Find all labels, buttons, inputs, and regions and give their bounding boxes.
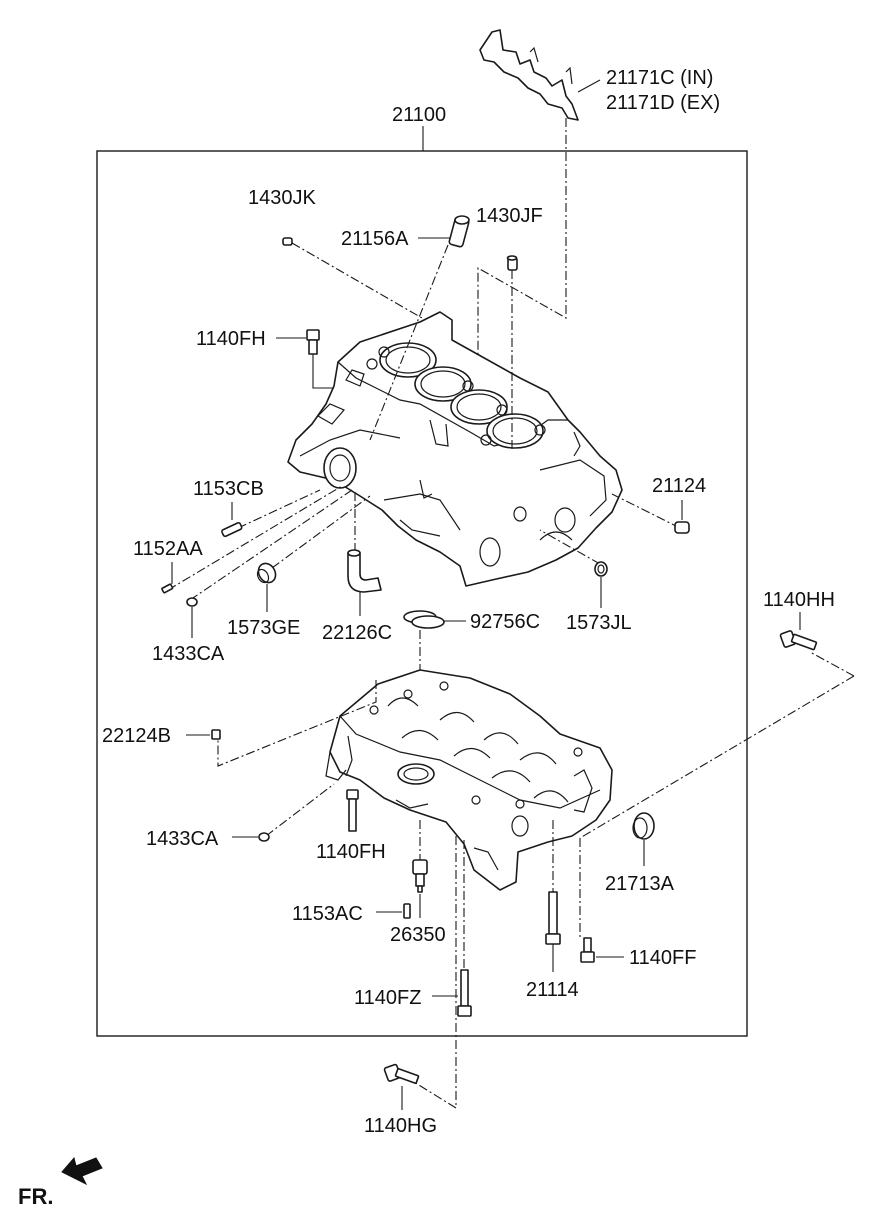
- lead-1140FH-top: [312, 352, 334, 389]
- assembly-label: 21100: [392, 104, 446, 126]
- dash-1140HH: [579, 651, 855, 839]
- dash-1433CA-bottom: [265, 783, 335, 837]
- plug-1433CA-top: [186, 597, 198, 607]
- part-label-1140FZ: 1140FZ: [354, 987, 421, 1009]
- plug-1573GE: [256, 562, 277, 584]
- part-label-22124B: 22124B: [102, 725, 171, 747]
- dash-1153CB: [237, 489, 321, 529]
- sensor-26350: [412, 859, 428, 893]
- dash-1433CA-top: [189, 489, 353, 601]
- part-label-21171C: 21171C (IN): [606, 67, 713, 89]
- bolt-1140FZ: [457, 969, 472, 1017]
- crankcase-lower: [325, 669, 613, 891]
- front-arrow-icon: [61, 1156, 103, 1186]
- dash-21156A: [369, 244, 449, 441]
- bolt-21114: [545, 891, 561, 945]
- dash-1430JK: [291, 242, 423, 319]
- part-label-1153CB: 1153CB: [193, 478, 264, 500]
- cylinder-block-upper: [287, 311, 623, 587]
- bolt-1140HH: [779, 630, 818, 651]
- part-label-1573GE: 1573GE: [227, 617, 300, 639]
- part-label-1140HG: 1140HG: [364, 1115, 437, 1137]
- oring-92756C: [403, 610, 445, 629]
- part-label-1430JK: 1430JK: [248, 187, 316, 209]
- part-label-26350: 26350: [390, 924, 446, 946]
- timing-cover-gasket: [479, 29, 579, 121]
- part-label-21156A: 21156A: [341, 228, 409, 250]
- part-label-1140FH-bottom: 1140FH: [316, 841, 386, 863]
- bolt-1140FH-bottom: [346, 789, 359, 832]
- part-label-1433CA-top: 1433CA: [152, 643, 225, 665]
- part-label-1140FF: 1140FF: [629, 947, 696, 969]
- dashed-line-timing-cover: [477, 118, 567, 410]
- oil-jet-21156A: [448, 215, 470, 248]
- seal-21713A: [632, 812, 655, 840]
- bolt-1140FH-top: [306, 329, 320, 355]
- part-label-1140HH: 1140HH: [763, 589, 835, 611]
- part-label-1152AA: 1152AA: [133, 538, 203, 560]
- bolt-1140FF: [580, 937, 595, 963]
- dowel-1430JK: [282, 237, 293, 246]
- plug-1433CA-bottom: [258, 832, 270, 842]
- dash-1140HG: [413, 836, 457, 1109]
- direction-label: FR.: [18, 1184, 53, 1209]
- dash-22124B: [217, 680, 377, 767]
- part-label-21713A: 21713A: [605, 873, 675, 895]
- hose-22126C: [347, 549, 382, 593]
- dash-1573GE: [271, 495, 371, 569]
- plug-1153AC: [403, 903, 411, 919]
- part-label-1573JL: 1573JL: [566, 612, 632, 634]
- part-label-1433CA-bottom: 1433CA: [146, 828, 219, 850]
- part-label-21114: 21114: [526, 979, 579, 1001]
- part-label-21171D: 21171D (EX): [606, 92, 720, 114]
- part-label-1153AC: 1153AC: [292, 903, 363, 925]
- dash-21124: [611, 493, 681, 529]
- plug-1573JL: [594, 561, 608, 577]
- bolt-1140HG: [383, 1063, 420, 1085]
- part-label-21124: 21124: [652, 475, 706, 497]
- dash-1573JL: [539, 529, 601, 565]
- timing-cover-leader: [577, 79, 601, 93]
- dowel-1430JF: [506, 255, 518, 271]
- part-label-22126C: 22126C: [322, 622, 392, 644]
- part-label-92756C: 92756C: [470, 611, 540, 633]
- part-label-1140FH-top: 1140FH: [196, 328, 266, 350]
- assembly-frame: [96, 150, 748, 1037]
- pin-1152AA: [161, 583, 174, 594]
- pin-22124B: [211, 729, 221, 740]
- dowel-21124: [674, 521, 690, 534]
- plug-1153CB: [221, 522, 243, 538]
- part-label-1430JF: 1430JF: [476, 205, 543, 227]
